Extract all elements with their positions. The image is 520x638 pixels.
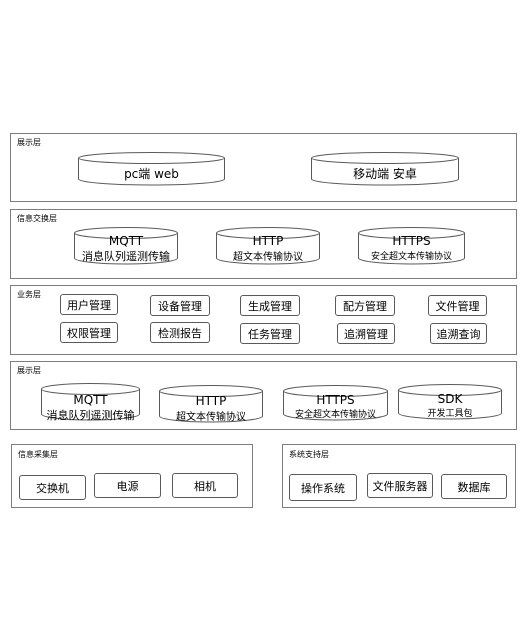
layer-title: 系统支持层	[289, 450, 329, 459]
layer-title: 信息采集层	[18, 450, 58, 459]
traceability-query-box: 追溯查询	[430, 323, 487, 344]
http-cylinder: HTTP 超文本传输协议	[216, 227, 320, 265]
layer-title: 信息交换层	[17, 214, 57, 223]
https-label: HTTPS	[392, 234, 431, 248]
mqtt-cylinder: MQTT 消息队列遥测传输	[74, 227, 178, 265]
pc-web-cylinder: pc端 web	[78, 152, 225, 186]
recipe-management-box: 配方管理	[335, 295, 395, 316]
layer-title: 业务层	[17, 290, 41, 299]
switch-box: 交换机	[19, 475, 86, 500]
business-layer: 业务层 用户管理 设备管理 生成管理 配方管理 文件管理 权限管理 检测报告 任…	[10, 285, 517, 355]
https-sublabel: 安全超文本传输协议	[370, 252, 452, 262]
https-sublabel: 安全超文本传输协议	[294, 410, 376, 420]
task-management-box: 任务管理	[240, 323, 300, 344]
file-server-box: 文件服务器	[367, 473, 433, 498]
user-management-box: 用户管理	[60, 294, 118, 315]
https-label: HTTPS	[316, 393, 355, 407]
mqtt-label: MQTT	[73, 393, 108, 407]
device-management-box: 设备管理	[150, 295, 210, 316]
https-cylinder: HTTPS 安全超文本传输协议	[358, 227, 465, 265]
file-management-box: 文件管理	[428, 295, 487, 316]
mobile-android-cylinder: 移动端 安卓	[311, 152, 459, 186]
sdk-cylinder: SDK 开发工具包	[398, 384, 502, 420]
pc-web-label: pc端 web	[124, 167, 179, 181]
mqtt-cylinder: MQTT 消息队列遥测传输	[41, 383, 140, 422]
database-box: 数据库	[441, 474, 507, 499]
power-supply-box: 电源	[94, 473, 161, 498]
https-cylinder: HTTPS 安全超文本传输协议	[283, 385, 388, 421]
presentation-layer-top: 展示层 pc端 web 移动端 安卓	[10, 133, 517, 202]
http-cylinder: HTTP 超文本传输协议	[159, 385, 263, 423]
traceability-management-box: 追溯管理	[337, 323, 395, 344]
operating-system-box: 操作系统	[289, 474, 357, 501]
mobile-android-label: 移动端 安卓	[353, 167, 417, 181]
layer-title: 展示层	[17, 138, 41, 147]
http-sublabel: 超文本传输协议	[176, 412, 246, 423]
production-management-box: 生成管理	[240, 295, 300, 316]
system-support-layer: 系统支持层 操作系统 文件服务器 数据库	[282, 444, 516, 508]
http-sublabel: 超文本传输协议	[233, 252, 303, 263]
mqtt-sublabel: 消息队列遥测传输	[46, 409, 135, 422]
camera-box: 相机	[172, 473, 238, 498]
mqtt-sublabel: 消息队列遥测传输	[82, 250, 170, 263]
http-label: HTTP	[195, 394, 227, 408]
mqtt-label: MQTT	[108, 234, 144, 248]
inspection-report-box: 检测报告	[150, 322, 210, 343]
sdk-sublabel: 开发工具包	[427, 409, 473, 419]
layer-title: 展示层	[17, 366, 41, 375]
info-exchange-layer: 信息交换层 MQTT 消息队列遥测传输 HTTP 超文本传输协议 HTTPS 安…	[10, 209, 517, 279]
info-collection-layer: 信息采集层 交换机 电源 相机	[11, 444, 253, 508]
http-label: HTTP	[252, 234, 284, 248]
presentation-layer-bottom: 展示层 MQTT 消息队列遥测传输 HTTP 超文本传输协议 HTTPS 安全超…	[10, 361, 517, 430]
sdk-label: SDK	[437, 392, 463, 406]
permission-management-box: 权限管理	[60, 322, 118, 343]
